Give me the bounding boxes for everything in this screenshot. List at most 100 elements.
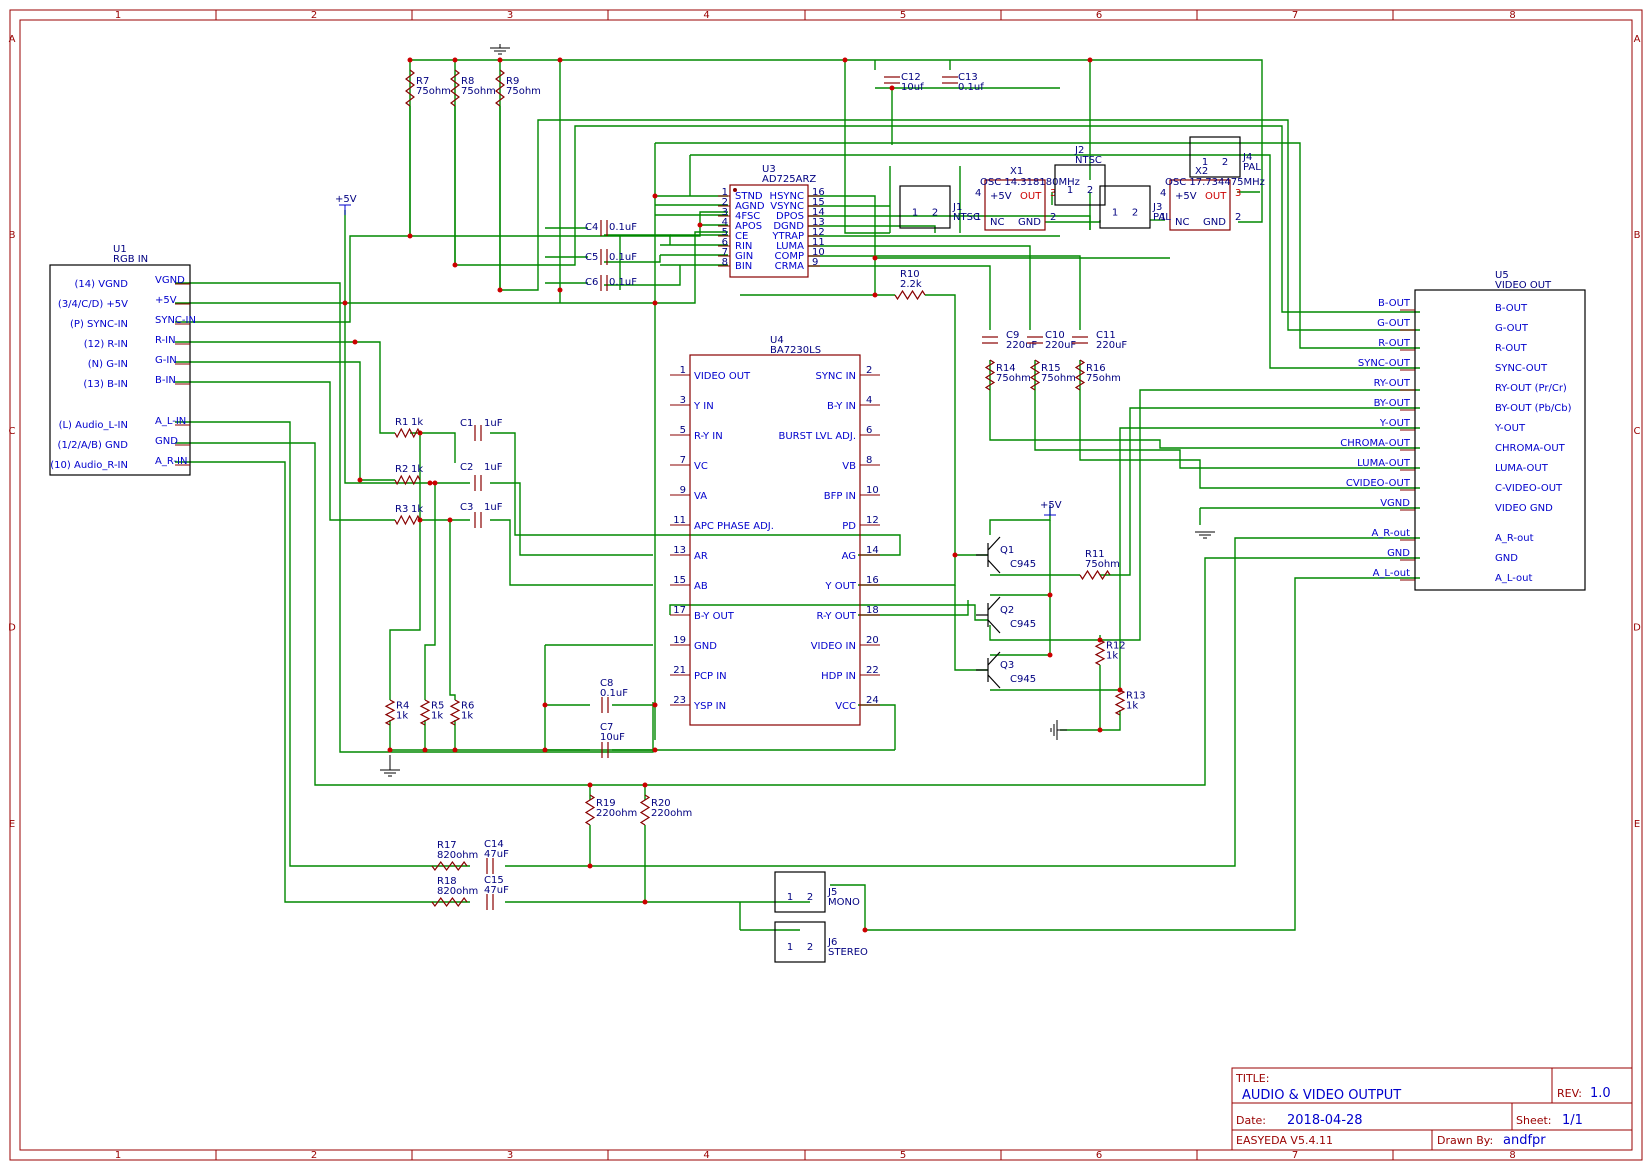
r6-value: 1k: [461, 711, 473, 722]
u4-pin-number: 7: [680, 455, 686, 466]
junction-dot: [952, 552, 958, 558]
u4-pin-label: GND: [694, 641, 717, 652]
q2-value: C945: [1010, 619, 1036, 630]
u3-pin-number: 14: [812, 207, 825, 218]
u5-net-label: GND: [1387, 548, 1410, 559]
j3-pin1: 1: [1112, 207, 1118, 218]
u3-pin-label: LUMA: [776, 241, 804, 252]
j2-ref: J2: [1074, 145, 1084, 156]
u3-pin-label: DPOS: [776, 211, 804, 222]
u3-pin-number: 1: [722, 187, 728, 198]
u4-pin-number: 20: [866, 635, 879, 646]
junction-dot: [1047, 592, 1053, 598]
x1-oscillator[interactable]: X1 OSC 14.318180MHz +5V OUT NC GND 4 3 1…: [975, 166, 1080, 231]
c10-ref: C10: [1045, 330, 1065, 341]
u1-left-label: (L) Audio_L-IN: [59, 420, 128, 431]
c8-capacitor[interactable]: C80.1uF: [600, 678, 628, 713]
u4-pin-label: AB: [694, 581, 708, 592]
u4-pin-number: 21: [673, 665, 686, 676]
u5-net-label: SYNC-OUT: [1358, 358, 1411, 369]
x1-value: OSC 14.318180MHz: [980, 177, 1080, 188]
grid-col-top-6: 6: [1096, 10, 1102, 21]
drawn-by-label: Drawn By:: [1437, 1134, 1493, 1147]
u3-pin-number: 9: [812, 257, 818, 268]
x1-nc: NC: [990, 217, 1004, 228]
u4-pin-label: PCP IN: [694, 671, 727, 682]
power-5v-left-label: +5V: [335, 194, 357, 205]
u1-rgb-in-connector[interactable]: U1 RGB IN (14) VGND(3/4/C/D) +5V(P) SYNC…: [49, 244, 196, 476]
c2-value: 1uF: [484, 462, 503, 473]
q3-value: C945: [1010, 674, 1036, 685]
grid-col-top-1: 1: [115, 10, 121, 21]
u5-net-label: CVIDEO-OUT: [1346, 478, 1411, 489]
r11-zigzag: [1079, 569, 1111, 581]
r16-ref: R16: [1086, 363, 1106, 374]
u4-pin-label: VIDEO IN: [811, 641, 856, 652]
u3-pin-label: COMP: [774, 251, 804, 262]
date-label: Date:: [1236, 1114, 1266, 1127]
c13-ref: C13: [958, 72, 978, 83]
u3-pin-number: 4: [722, 217, 728, 228]
j3-body: [1099, 185, 1151, 229]
j6-pin1: 1: [787, 942, 793, 953]
r18-value: 820ohm: [437, 886, 478, 897]
j3-pin2: 2: [1132, 207, 1138, 218]
x1-gnd: GND: [1018, 217, 1041, 228]
x2-oscillator[interactable]: X2 OSC 17.734475MHz +5V OUT NC GND 4 3 1…: [1160, 166, 1265, 231]
u4-pin-label: B-Y OUT: [694, 611, 735, 622]
u5-net-label: A_L-out: [1373, 568, 1410, 579]
j1-ref: J1: [952, 202, 962, 213]
u5-pin-label: A_L-out: [1495, 573, 1532, 584]
u4-pin-number: 6: [866, 425, 872, 436]
r2-zigzag: [394, 474, 421, 486]
